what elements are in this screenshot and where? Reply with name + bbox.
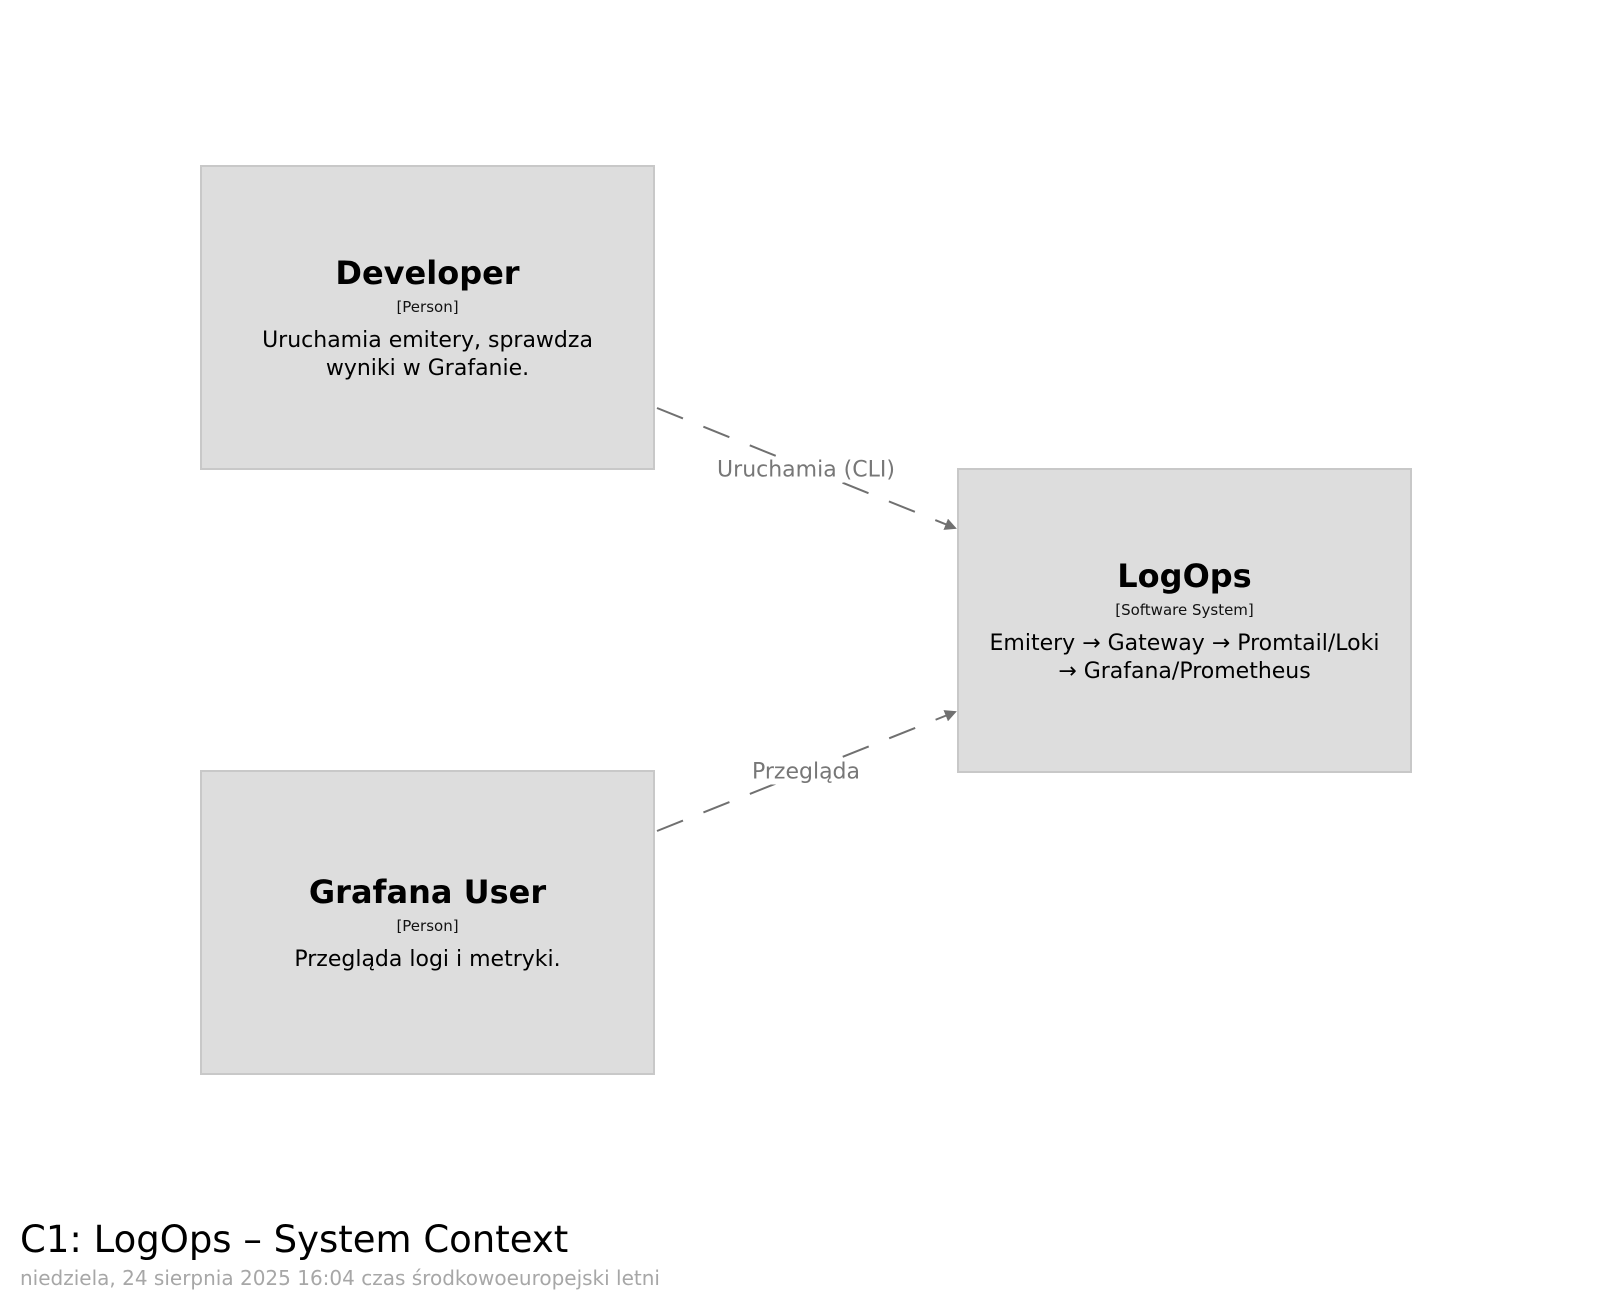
- element-type: [Person]: [396, 916, 459, 935]
- element-description: Uruchamia emitery, sprawdza wyniki w Gra…: [262, 327, 593, 381]
- element-description: Przegląda logi i metryki.: [294, 946, 561, 972]
- developer-person-box[interactable]: Developer [Person] Uruchamia emitery, sp…: [200, 165, 655, 470]
- element-name: LogOps: [1117, 556, 1252, 595]
- edge-label-uruchamia: Uruchamia (CLI): [713, 457, 899, 483]
- edge-label-przeglada: Przegląda: [747, 759, 865, 785]
- grafana-user-person-box[interactable]: Grafana User [Person] Przegląda logi i m…: [200, 770, 655, 1075]
- element-type: [Software System]: [1115, 600, 1254, 619]
- element-description: Emitery → Gateway → Promtail/Loki → Graf…: [989, 630, 1380, 684]
- element-name: Developer: [335, 253, 520, 292]
- element-type: [Person]: [396, 297, 459, 316]
- diagram-title: C1: LogOps – System Context: [20, 1218, 569, 1261]
- logops-system-box[interactable]: LogOps [Software System] Emitery → Gatew…: [957, 468, 1412, 773]
- diagram-timestamp: niedziela, 24 sierpnia 2025 16:04 czas ś…: [20, 1266, 660, 1290]
- element-name: Grafana User: [308, 872, 547, 911]
